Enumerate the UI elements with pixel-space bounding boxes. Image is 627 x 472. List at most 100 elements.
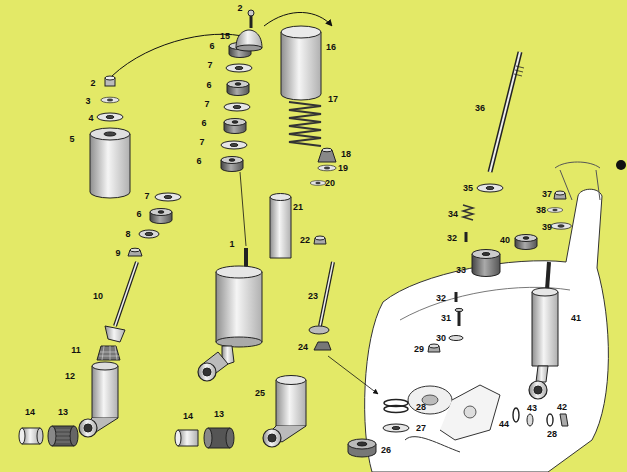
callout-number: 13 — [58, 408, 68, 417]
left-shock-parts-piece — [224, 103, 250, 111]
callout-number: 24 — [298, 343, 308, 352]
callout-number: 10 — [93, 292, 103, 301]
left-shock-parts-piece — [240, 172, 246, 246]
middle-shock-parts-piece — [328, 356, 378, 394]
left-shock-parts-piece — [216, 266, 262, 278]
callout-number: 8 — [125, 230, 130, 239]
fork-mudguard — [365, 162, 609, 472]
left-shock-parts-piece — [244, 248, 248, 268]
callout-number: 2 — [90, 79, 95, 88]
callout-number: 35 — [463, 184, 473, 193]
right-shock-parts-piece — [532, 288, 558, 296]
fork-mudguard-piece — [365, 189, 609, 472]
callout-number: 7 — [204, 100, 209, 109]
right-shock-parts-piece — [455, 292, 458, 302]
callout-number: 12 — [65, 372, 75, 381]
callout-number: 27 — [416, 424, 426, 433]
callout-number: 2 — [237, 4, 242, 13]
middle-shock-parts — [175, 10, 409, 457]
right-shock-parts-piece — [513, 408, 519, 422]
middle-shock-parts-piece — [264, 12, 332, 26]
callout-number: 23 — [308, 292, 318, 301]
callout-number: 29 — [414, 345, 424, 354]
left-shock-parts — [19, 34, 262, 446]
middle-shock-parts-piece — [276, 380, 306, 426]
right-shock-parts-piece — [560, 414, 568, 426]
right-shock-parts-piece — [527, 414, 533, 426]
left-shock-parts-piece — [221, 141, 247, 149]
callout-number: 15 — [220, 32, 230, 41]
middle-shock-parts-piece — [270, 197, 291, 258]
callout-number: 13 — [214, 410, 224, 419]
callout-number: 6 — [196, 157, 201, 166]
callout-number: 16 — [326, 43, 336, 52]
fork-mudguard-piece — [560, 170, 600, 200]
middle-shock-parts-piece — [383, 424, 409, 432]
middle-shock-parts-piece — [320, 262, 333, 326]
callout-number: 7 — [207, 61, 212, 70]
left-shock-parts-piece — [19, 428, 25, 444]
left-shock-parts-piece — [48, 426, 56, 446]
left-shock-parts-piece — [221, 157, 243, 172]
middle-shock-parts-piece — [348, 439, 376, 449]
callout-number: 40 — [500, 236, 510, 245]
right-shock-parts-piece — [514, 66, 524, 76]
callout-number: 43 — [527, 404, 537, 413]
left-shock-parts-piece — [56, 430, 70, 442]
left-shock-parts-piece — [145, 232, 153, 235]
callout-number: 34 — [448, 210, 458, 219]
left-shock-parts-piece — [105, 76, 115, 80]
right-shock-parts — [428, 52, 571, 426]
left-shock-parts-piece — [105, 326, 125, 342]
middle-shock-parts-piece — [314, 342, 331, 350]
callout-number: 26 — [381, 446, 391, 455]
callout-number: 36 — [475, 104, 485, 113]
middle-shock-parts-piece — [226, 428, 234, 448]
left-shock-parts-piece — [90, 128, 130, 140]
left-shock-parts-piece — [224, 119, 246, 134]
middle-shock-parts-piece — [236, 45, 262, 51]
right-shock-parts-piece — [547, 262, 549, 290]
fork-mudguard-piece — [405, 437, 460, 452]
right-shock-parts-piece — [551, 223, 572, 229]
callout-number: 6 — [201, 119, 206, 128]
callout-number: 30 — [436, 334, 446, 343]
fork-mudguard-piece — [440, 385, 500, 440]
right-shock-parts-piece — [463, 205, 473, 220]
callout-number: 5 — [69, 135, 74, 144]
left-shock-parts-piece — [198, 363, 216, 381]
middle-shock-parts-piece — [175, 430, 181, 446]
callout-number: 28 — [416, 403, 426, 412]
fork-mudguard-piece — [555, 162, 600, 168]
left-shock-parts-piece — [150, 209, 172, 224]
middle-shock-parts-piece — [357, 442, 367, 446]
right-shock-parts-piece — [472, 250, 500, 259]
left-shock-parts-piece — [92, 366, 118, 418]
left-shock-parts-piece — [99, 346, 119, 360]
left-shock-parts-piece — [90, 134, 130, 198]
left-shock-parts-piece — [130, 248, 140, 252]
left-shock-parts-piece — [155, 193, 181, 201]
callout-number: 14 — [183, 412, 193, 421]
callout-number: 7 — [199, 138, 204, 147]
fork-mudguard-piece — [464, 406, 476, 418]
right-shock-parts-piece — [465, 232, 468, 242]
left-shock-parts-piece — [112, 34, 256, 76]
middle-shock-parts-piece — [320, 262, 333, 326]
callout-number: 20 — [325, 179, 335, 188]
left-shock-parts-piece — [115, 262, 137, 326]
callout-number: 14 — [25, 408, 35, 417]
right-shock-parts-piece — [515, 235, 537, 250]
callout-number: 3 — [85, 97, 90, 106]
left-shock-parts-piece — [79, 419, 97, 437]
callout-number: 18 — [341, 150, 351, 159]
right-shock-parts-piece — [547, 414, 553, 426]
callout-number: 6 — [209, 42, 214, 51]
callout-number: 6 — [206, 81, 211, 90]
right-shock-parts-piece — [547, 208, 563, 213]
middle-shock-parts-piece — [318, 165, 336, 171]
callout-number: 37 — [542, 190, 552, 199]
right-shock-parts-piece — [429, 344, 439, 348]
middle-shock-parts-piece — [315, 236, 325, 240]
